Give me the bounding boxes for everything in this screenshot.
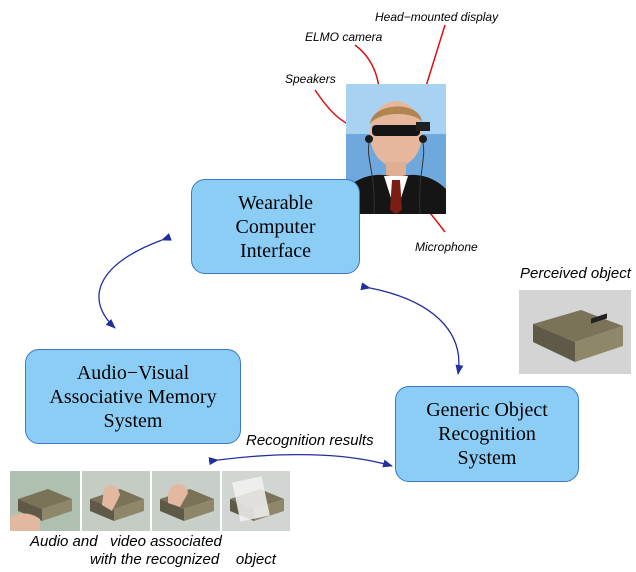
connector-wearable-memory xyxy=(98,233,172,329)
node-recognition-line1: Generic Object xyxy=(426,399,548,421)
node-wearable-computer-interface: Wearable Computer Interface xyxy=(191,179,360,274)
caption-line2: with the recognized object xyxy=(90,551,276,568)
node-wearable-line2: Computer xyxy=(235,215,316,238)
label-speakers: Speakers xyxy=(285,72,336,86)
label-elmo-camera: ELMO camera xyxy=(305,30,383,44)
connector-memory-recognition xyxy=(208,453,393,468)
hand-interaction-sequence-photos xyxy=(10,471,290,531)
perceived-object-box-photo xyxy=(519,290,631,374)
connector-wearable-recognition xyxy=(360,282,464,375)
node-wearable-line1: Wearable xyxy=(238,191,313,214)
label-recognition-results: Recognition results xyxy=(246,432,374,449)
node-memory-line2: Associative Memory xyxy=(49,385,217,408)
label-microphone: Microphone xyxy=(415,240,478,254)
node-generic-object-recognition-system: Generic Object Recognition System xyxy=(395,386,579,482)
caption-line1: Audio and video associated xyxy=(30,533,222,550)
node-recognition-line3: System xyxy=(457,447,517,469)
node-recognition-line2: Recognition xyxy=(438,423,536,445)
label-perceived-object: Perceived object xyxy=(520,265,631,282)
node-audio-visual-memory-system: Audio−Visual Associative Memory System xyxy=(25,349,241,444)
node-memory-line3: System xyxy=(103,409,163,432)
person-wearing-hmd-photo xyxy=(346,84,446,214)
label-head-mounted-display: Head−mounted display xyxy=(375,10,499,24)
node-memory-line1: Audio−Visual xyxy=(76,361,190,384)
node-wearable-line3: Interface xyxy=(239,239,312,262)
